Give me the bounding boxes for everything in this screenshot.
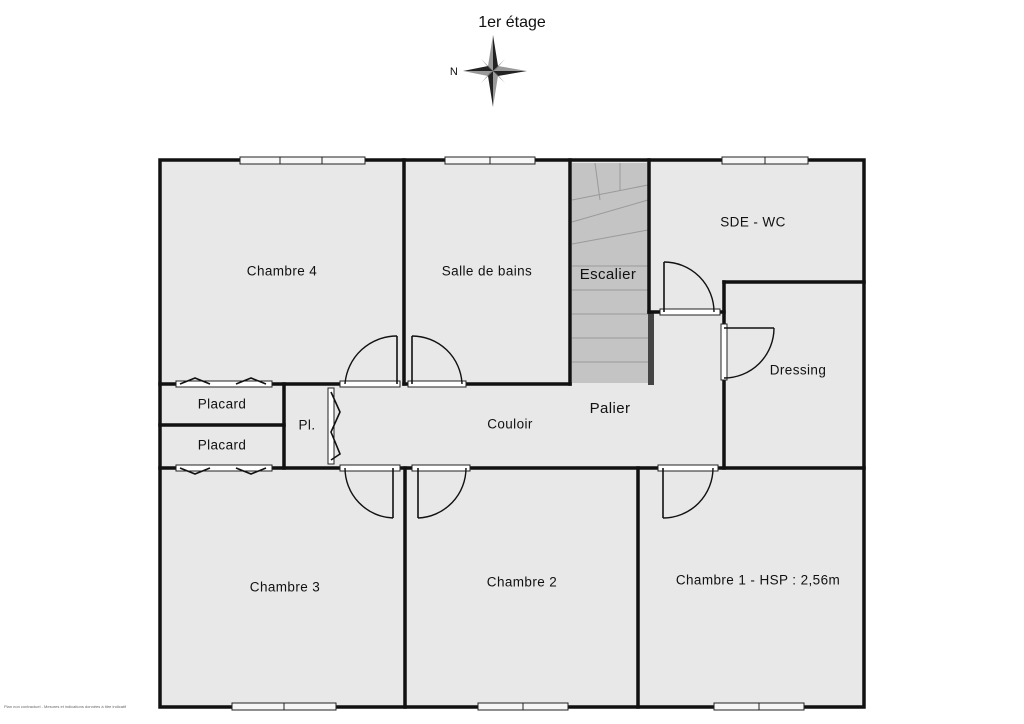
room-label-sde-wc: SDE - WC [720,215,785,230]
room-label-palier: Palier [590,400,631,417]
stair-steps [571,162,649,363]
room-label-chambre-4: Chambre 4 [247,264,317,279]
room-label-salle-de-bains: Salle de bains [442,264,532,279]
room-label-dressing: Dressing [770,363,826,378]
compass-north-letter: N [450,66,458,78]
floor-area [161,161,863,706]
room-label-chambre-2: Chambre 2 [487,575,557,590]
stairs-area [572,163,648,383]
windows [231,156,809,711]
room-label-placard-top: Placard [198,397,247,412]
room-label-chambre-1: Chambre 1 - HSP : 2,56m [676,573,840,588]
room-label-placard-bottom: Placard [198,438,247,453]
floor-title: 1er étage [478,14,546,31]
room-label-pl: Pl. [299,418,316,433]
room-label-chambre-3: Chambre 3 [250,580,320,595]
room-label-couloir: Couloir [487,417,533,432]
stair-railing [648,313,654,385]
room-label-escalier: Escalier [580,266,637,283]
footnote: Plan non contractuel - Mesures et indica… [4,704,127,709]
compass-rose-icon [463,35,527,107]
doors [175,261,775,519]
